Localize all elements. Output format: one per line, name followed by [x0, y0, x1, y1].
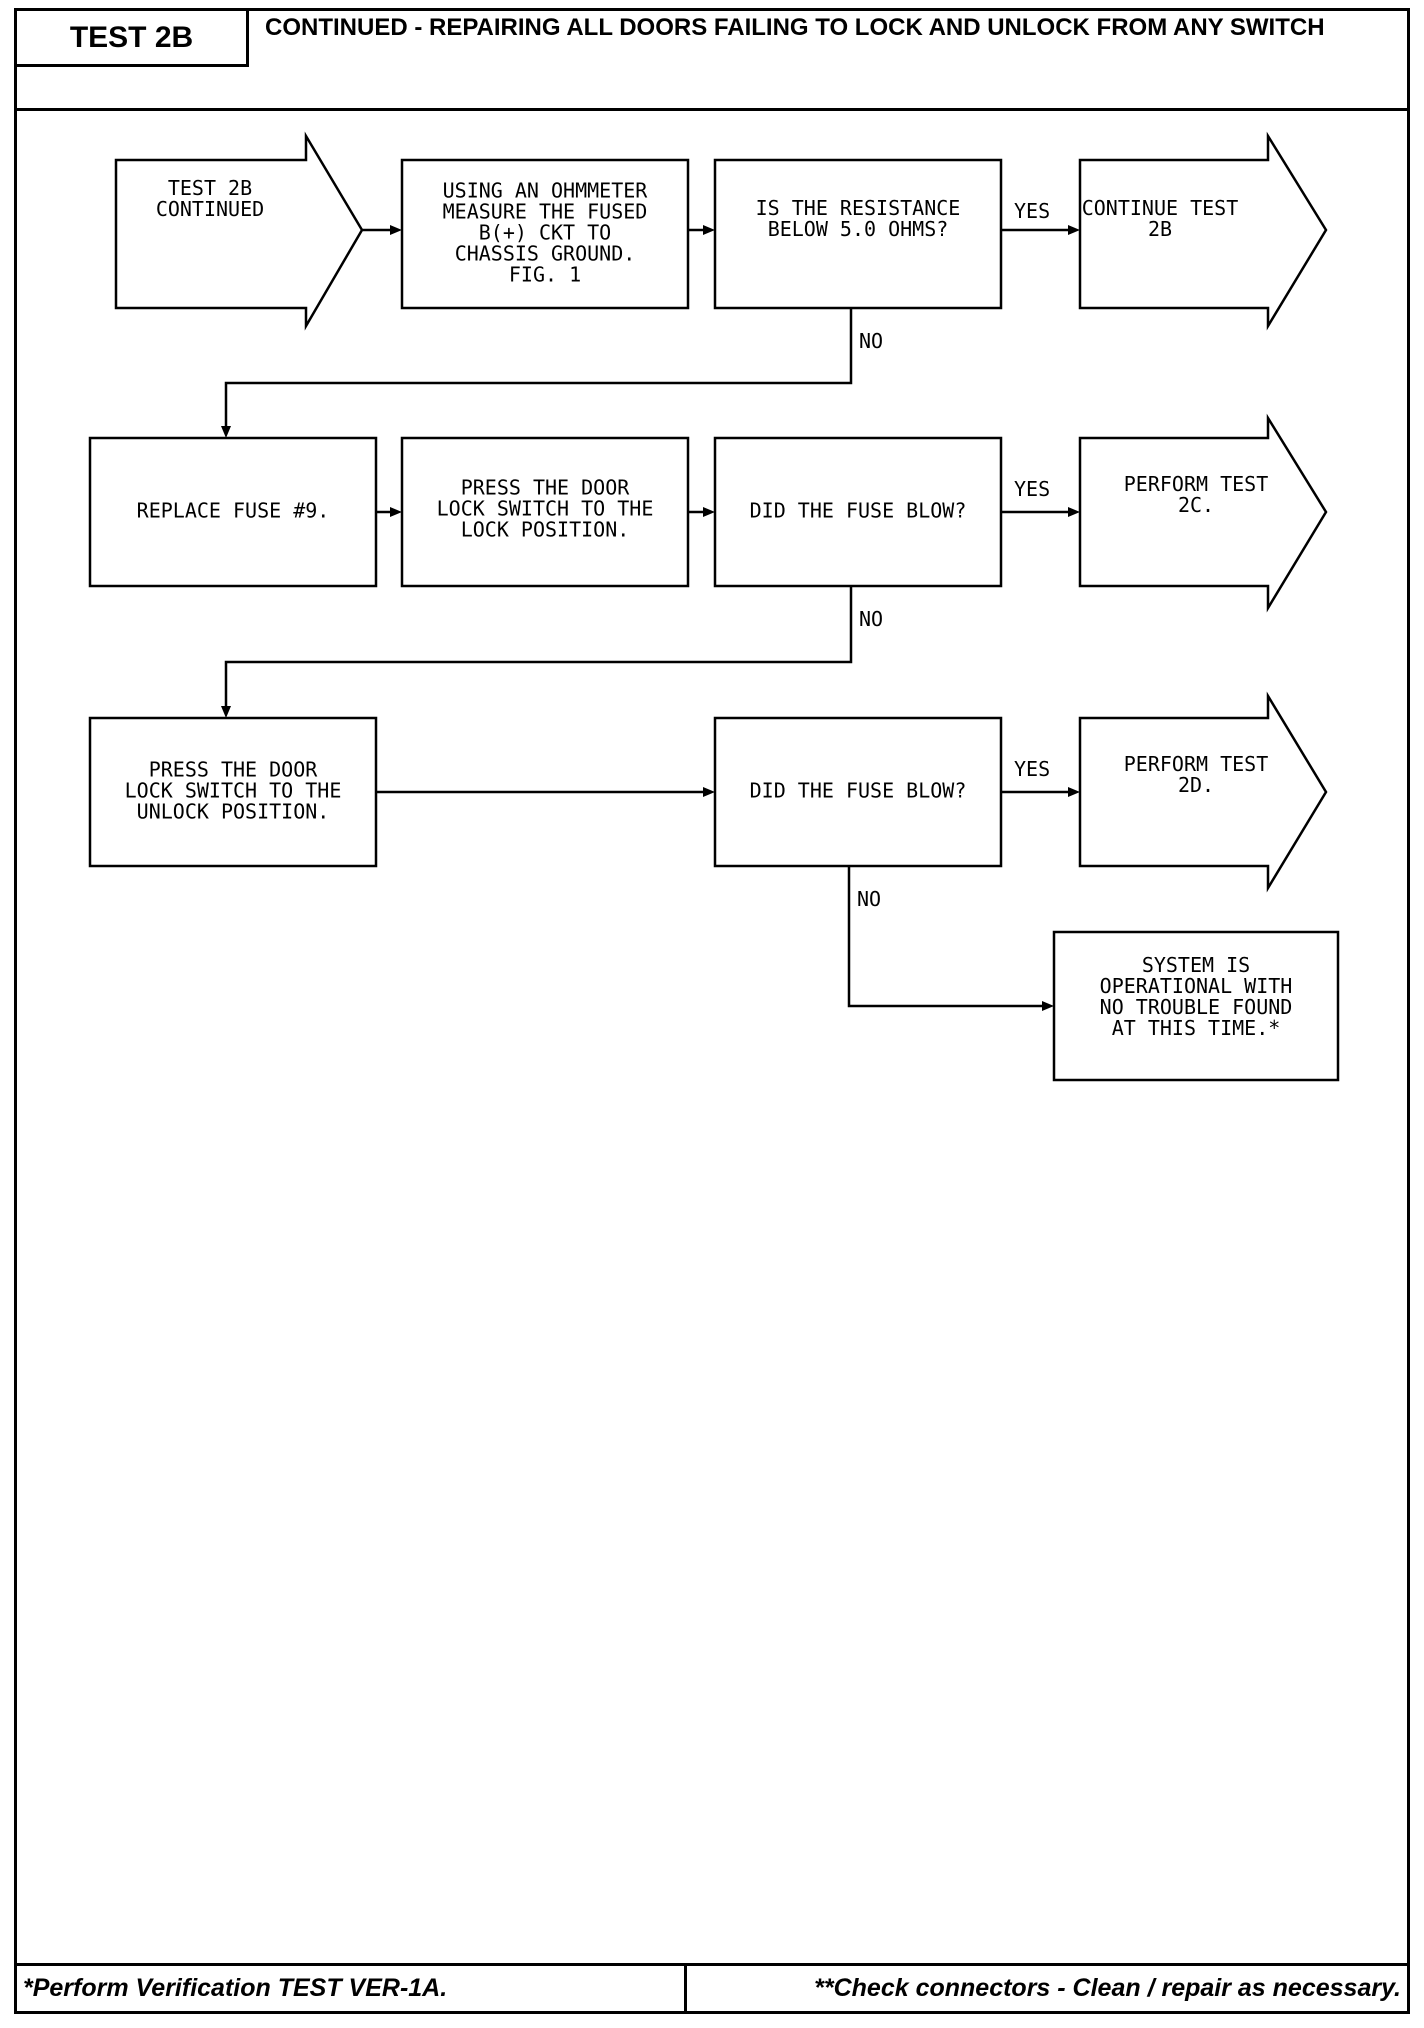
node-replace-fuse: REPLACE FUSE #9.: [137, 499, 330, 523]
no-label: NO: [857, 887, 881, 911]
node-text-line: 2B: [1148, 217, 1172, 241]
start-arrow-shape: [114, 131, 364, 331]
header: TEST 2B CONTINUED - REPAIRING ALL DOORS …: [17, 11, 1407, 111]
replace-fuse-box: [88, 436, 378, 588]
fuse-decision-1-box: [713, 436, 1003, 588]
node-text-line: AT THIS TIME.*: [1112, 1016, 1281, 1040]
node-text-line: 2C.: [1178, 493, 1214, 517]
node-text-line: PERFORM TEST: [1124, 752, 1269, 776]
connector-no-press-unlock: [224, 586, 853, 712]
node-text-line: REPLACE FUSE #9.: [137, 499, 330, 523]
node-text-line: MEASURE THE FUSED: [443, 200, 648, 224]
arrowhead: [1068, 225, 1080, 235]
yes-label: YES: [1014, 757, 1050, 781]
node-text-line: UNLOCK POSITION.: [137, 800, 330, 824]
node-text-line: LOCK POSITION.: [461, 518, 630, 542]
node-text-line: PRESS THE DOOR: [149, 758, 319, 782]
press-lock-box: [400, 436, 690, 588]
connector-no-replace-fuse: [224, 308, 853, 432]
node-text-line: FIG. 1: [509, 263, 581, 287]
node-text-line: LOCK SWITCH TO THE: [125, 779, 342, 803]
arrowhead: [703, 225, 715, 235]
node-text-line: OPERATIONAL WITH: [1100, 974, 1293, 998]
yes-label: YES: [1014, 199, 1050, 223]
node-text-line: IS THE RESISTANCE: [756, 196, 961, 220]
footer-note-left: *Perform Verification TEST VER-1A.: [17, 1966, 687, 2011]
node-text-line: 2D.: [1178, 773, 1214, 797]
continue-arrow-shape: [1078, 131, 1328, 331]
node-text-line: DID THE FUSE BLOW?: [750, 499, 967, 523]
node-text-line: LOCK SWITCH TO THE: [437, 497, 654, 521]
arrowhead: [221, 426, 231, 438]
measure-box: [400, 158, 690, 310]
node-text-line: PRESS THE DOOR: [461, 476, 631, 500]
node-text-line: DID THE FUSE BLOW?: [750, 779, 967, 803]
press-unlock-box: [88, 716, 378, 868]
operational-box: [1052, 930, 1340, 1082]
node-text-line: CONTINUE TEST: [1082, 196, 1239, 220]
node-fuse-q2: DID THE FUSE BLOW?: [750, 779, 967, 803]
yes-label: YES: [1014, 477, 1050, 501]
no-label: NO: [859, 607, 883, 631]
node-fuse-q1: DID THE FUSE BLOW?: [750, 499, 967, 523]
arrowhead: [1068, 507, 1080, 517]
footer: *Perform Verification TEST VER-1A. **Che…: [17, 1963, 1407, 2011]
page-title: CONTINUED - REPAIRING ALL DOORS FAILING …: [265, 14, 1325, 41]
node-text-line: CONTINUED: [156, 197, 264, 221]
arrowhead: [221, 706, 231, 718]
arrowhead: [703, 507, 715, 517]
no-label: NO: [859, 329, 883, 353]
node-text-line: PERFORM TEST: [1124, 472, 1269, 496]
page-frame: TEST 2B CONTINUED - REPAIRING ALL DOORS …: [14, 8, 1410, 2014]
arrowhead: [703, 787, 715, 797]
node-text-line: CHASSIS GROUND.: [455, 242, 636, 266]
perform-2c-arrow-shape: [1078, 413, 1328, 613]
perform-2d-arrow-shape: [1078, 691, 1328, 893]
node-text-line: BELOW 5.0 OHMS?: [768, 217, 949, 241]
arrowhead: [390, 225, 402, 235]
arrowhead: [390, 507, 402, 517]
resistance-decision-box: [713, 158, 1003, 310]
connector-no-operational: [847, 866, 1048, 1008]
test-id: TEST 2B: [17, 11, 249, 67]
arrowhead: [1042, 1001, 1054, 1011]
node-text-line: USING AN OHMMETER: [443, 179, 649, 203]
footer-note-right: **Check connectors - Clean / repair as n…: [814, 1974, 1401, 2002]
node-text-line: SYSTEM IS: [1142, 953, 1250, 977]
node-text-line: B(+) CKT TO: [479, 221, 611, 245]
node-text-line: NO TROUBLE FOUND: [1100, 995, 1293, 1019]
node-text-line: TEST 2B: [168, 176, 252, 200]
arrowhead: [1068, 787, 1080, 797]
